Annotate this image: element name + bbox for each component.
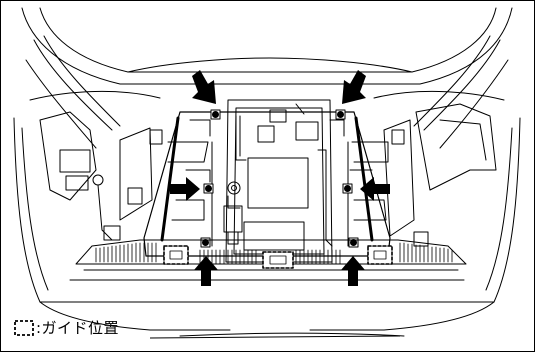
left-compartment xyxy=(39,111,163,241)
bolt-upper-left xyxy=(210,109,221,120)
bolt-middle-left xyxy=(203,183,214,194)
trunk-body xyxy=(13,90,521,331)
legend-underline xyxy=(149,335,401,339)
guide-center xyxy=(262,251,294,269)
trunk-lid xyxy=(21,7,513,85)
left-hinge xyxy=(25,35,121,149)
right-compartment xyxy=(383,103,497,247)
guide-left xyxy=(163,245,189,265)
arrow-lower-left-icon xyxy=(194,256,218,286)
bolts xyxy=(200,109,359,248)
arrow-middle-left-icon xyxy=(170,177,200,201)
bolt-lower-left xyxy=(200,237,211,248)
guide-inner-details xyxy=(169,250,387,265)
bolt-upper-right xyxy=(335,109,346,120)
guide-right xyxy=(367,245,393,265)
legend-dashed-box-icon xyxy=(14,320,34,336)
arrow-upper-left-icon xyxy=(192,70,216,104)
bolt-lower-right xyxy=(348,237,359,248)
arrow-lower-right-icon xyxy=(341,256,365,286)
sill-trim xyxy=(69,239,467,281)
arrow-upper-right-icon xyxy=(342,70,366,104)
right-hinge xyxy=(413,35,509,149)
arrows xyxy=(170,70,390,286)
bolt-middle-right xyxy=(342,183,353,194)
arrow-middle-right-icon xyxy=(360,177,390,201)
floor-lines xyxy=(149,329,405,337)
legend-label: :ガイド位置 xyxy=(36,319,120,337)
